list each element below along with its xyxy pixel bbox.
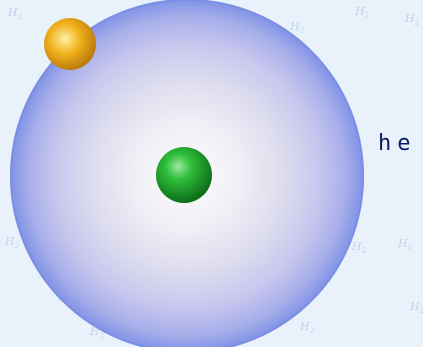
caption-fragment: he (378, 131, 417, 156)
nucleus-icon (156, 147, 212, 203)
electron-icon (44, 18, 96, 70)
